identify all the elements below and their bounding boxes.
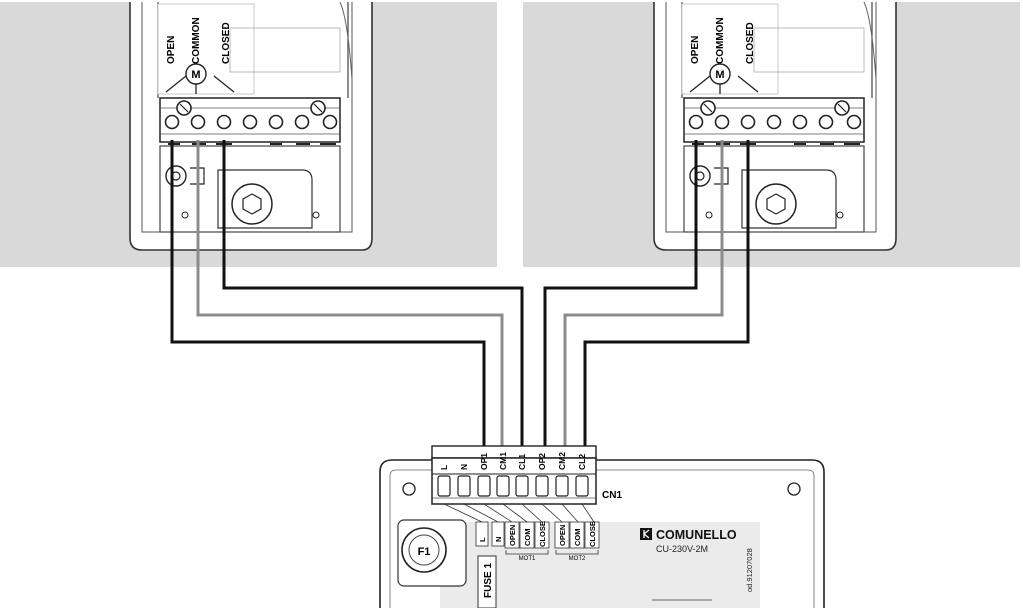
svg-text:N: N (494, 537, 503, 542)
terminal-label: CM1 (498, 452, 508, 470)
terminal-label: CM2 (557, 452, 567, 470)
brand-logo-icon (640, 528, 652, 540)
silk-mot1: MOT1 (519, 556, 536, 562)
mounting-hole-left (402, 482, 416, 496)
wires (170, 140, 750, 448)
wire-right-common (563, 140, 724, 448)
brand-name: COMUNELLO (656, 528, 737, 542)
fuse-label: FUSE 1 (483, 563, 494, 598)
wire-right-closed (583, 140, 750, 448)
label-open: OPEN (166, 36, 177, 64)
svg-text:COM: COM (573, 529, 582, 547)
terminal-label: CL1 (517, 454, 527, 470)
motor-panel-right: OPEN COMMON CLOSED M (523, 1, 1020, 267)
svg-text:CLOSE: CLOSE (588, 521, 597, 547)
svg-text:L: L (478, 537, 487, 542)
label-closed: CLOSED (745, 22, 756, 64)
part-code: od.91207028 (745, 548, 754, 592)
terminal-connector-cn1: L N OP1 CM1 CL1 OP2 CM2 CL2 (431, 445, 597, 505)
motor-symbol: M (689, 63, 759, 94)
motor-terminal-block (159, 97, 341, 145)
label-closed: CLOSED (221, 22, 232, 64)
svg-text:OPEN: OPEN (558, 525, 567, 546)
svg-text:COM: COM (523, 529, 532, 547)
motor-symbol: M (165, 63, 235, 94)
fuse-id: F1 (418, 546, 431, 558)
wire-right-open (543, 140, 698, 448)
mounting-hole-right (787, 482, 801, 496)
motor-panel-left: OPEN COMMON CLOSED M (0, 1, 497, 267)
brand-logo: COMUNELLO (640, 528, 737, 542)
terminal-label: CL2 (577, 454, 587, 470)
wire-left-common (196, 140, 504, 448)
svg-text:M: M (191, 69, 200, 81)
label-open: OPEN (690, 36, 701, 64)
model-name: CU-230V-2M (656, 544, 708, 554)
control-unit: F1 FUSE 1 L N OP1 CM1 (379, 445, 825, 608)
svg-text:CLOSE: CLOSE (538, 521, 547, 547)
terminal-label: OP1 (479, 453, 489, 470)
wire-left-open (170, 140, 486, 448)
label-card (157, 3, 255, 95)
terminal-label: OP2 (537, 453, 547, 470)
terminal-label: L (439, 465, 449, 470)
silk-mot2: MOT2 (569, 556, 586, 562)
pcb-silkscreen-labels: L N OPEN COM CLOSE OPEN COM CLOSE MOT1 M… (475, 521, 600, 562)
connector-name: CN1 (602, 490, 622, 501)
svg-text:OPEN: OPEN (508, 525, 517, 546)
label-common: COMMON (715, 17, 726, 64)
label-common: COMMON (191, 17, 202, 64)
label-card (681, 3, 779, 95)
wire-left-closed (222, 140, 524, 448)
motor-terminal-block (683, 97, 865, 145)
terminal-label: N (459, 464, 469, 470)
svg-text:M: M (715, 69, 724, 81)
